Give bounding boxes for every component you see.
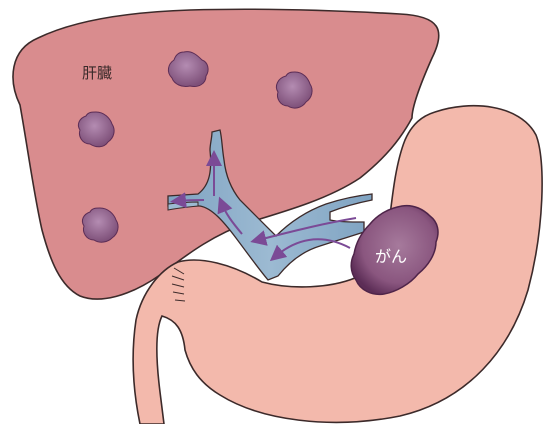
arrow-icon [178, 200, 204, 201]
liver-label: 肝臓 [82, 64, 112, 82]
cancer-label: がん [375, 247, 407, 266]
